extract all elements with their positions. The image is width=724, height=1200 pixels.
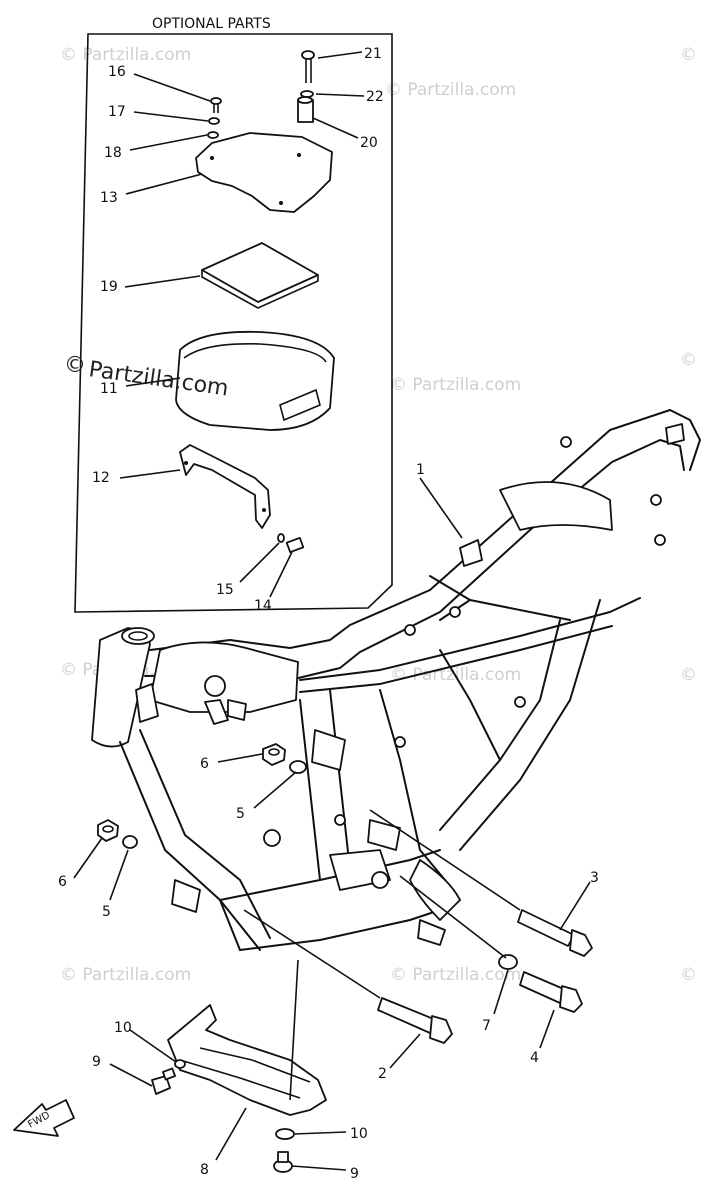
callout-19: 19 <box>100 279 118 295</box>
callout-10: 10 <box>350 1126 368 1142</box>
number-plate-11 <box>175 330 335 431</box>
callout-15: 15 <box>216 582 234 598</box>
washer-18 <box>207 131 219 139</box>
callout-1: 1 <box>416 462 425 478</box>
bolt-3 <box>517 909 593 957</box>
screw-9-bottom <box>273 1151 293 1173</box>
watermark: © <box>680 665 697 685</box>
callout-9: 9 <box>350 1166 359 1182</box>
callout-2: 2 <box>378 1066 387 1082</box>
callout-14: 14 <box>254 598 272 614</box>
sheet-19 <box>201 242 319 303</box>
washer-17 <box>208 117 220 125</box>
leader-lines-main <box>73 477 591 1171</box>
optional-parts-frame <box>74 33 393 613</box>
forward-arrow-icon: FWD <box>13 1099 75 1137</box>
bracket-12 <box>179 444 271 529</box>
callout-17: 17 <box>108 104 126 120</box>
washer-15 <box>277 533 285 543</box>
washer-22 <box>300 90 314 98</box>
nut-6-left <box>97 819 119 842</box>
nut-6-upper <box>262 743 286 766</box>
washer-10-left <box>174 1059 186 1069</box>
screw-9-left <box>151 1067 176 1095</box>
callout-18: 18 <box>104 145 122 161</box>
callout-6: 6 <box>200 756 209 772</box>
washer-7 <box>498 954 518 970</box>
callout-3: 3 <box>590 870 599 886</box>
callout-22: 22 <box>366 89 384 105</box>
bolt-14 <box>285 537 305 553</box>
callout-5: 5 <box>236 806 245 822</box>
callout-7: 7 <box>482 1018 491 1034</box>
watermark-large: © <box>64 353 86 378</box>
washer-5-left <box>122 835 138 849</box>
watermark: © <box>680 965 697 985</box>
washer-5-upper <box>289 760 307 774</box>
washer-10-bottom <box>275 1128 295 1140</box>
watermark: © Partzilla.com <box>60 965 191 985</box>
callout-12: 12 <box>92 470 110 486</box>
callout-5: 5 <box>102 904 111 920</box>
callout-6: 6 <box>58 874 67 890</box>
watermark: © Partzilla.com <box>390 375 521 395</box>
callout-10: 10 <box>114 1020 132 1036</box>
callout-9: 9 <box>92 1054 101 1070</box>
callout-20: 20 <box>360 135 378 151</box>
screw-16 <box>210 97 222 113</box>
callout-13: 13 <box>100 190 118 206</box>
bolt-2 <box>377 997 453 1044</box>
watermark: © Partzilla.com <box>390 965 521 985</box>
watermark: © <box>680 350 697 370</box>
watermark: © <box>680 45 697 65</box>
bolt-21 <box>301 50 315 83</box>
callout-4: 4 <box>530 1050 539 1066</box>
optional-parts-title: OPTIONAL PARTS <box>152 16 271 32</box>
callout-16: 16 <box>108 64 126 80</box>
frame-1 <box>91 409 701 951</box>
watermark: © Partzilla.com <box>60 45 191 65</box>
plate-13 <box>195 132 333 213</box>
watermark: © Partzilla.com <box>385 80 516 100</box>
collar-20 <box>297 96 314 123</box>
callout-8: 8 <box>200 1162 209 1178</box>
skid-plate-8 <box>167 1004 327 1116</box>
callout-21: 21 <box>364 46 382 62</box>
bolt-4 <box>519 971 583 1013</box>
callout-11: 11 <box>100 381 118 397</box>
leader-lines-optional <box>119 51 365 598</box>
